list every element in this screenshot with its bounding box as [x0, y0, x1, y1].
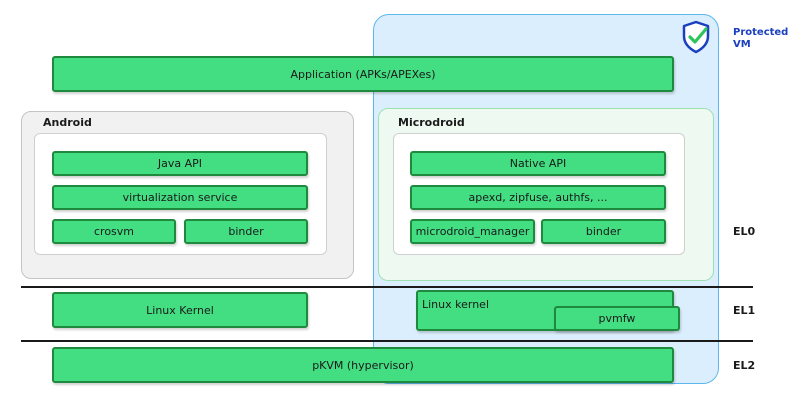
el2-label: EL2: [733, 359, 756, 372]
application-box: Application (APKs/APEXes): [52, 56, 674, 92]
pkvm-hypervisor-label: pKVM (hypervisor): [312, 358, 414, 372]
protected-vm-label-line2: VM: [733, 39, 751, 50]
pvmfw-label: pvmfw: [598, 312, 636, 325]
android-binder-label: binder: [228, 225, 264, 238]
el0-label: EL0: [733, 225, 756, 238]
microdroid-manager-label: microdroid_manager: [415, 225, 530, 238]
microdroid-binder-box: binder: [541, 219, 666, 244]
apexd-box: apexd, zipfuse, authfs, ...: [410, 185, 666, 210]
pkvm-hypervisor-box: pKVM (hypervisor): [52, 347, 674, 383]
native-api-label: Native API: [509, 157, 567, 170]
android-binder-box: binder: [184, 219, 308, 244]
protected-vm-label: Protected VM: [733, 27, 788, 51]
crosvm-box: crosvm: [52, 219, 176, 244]
microdroid-binder-label: binder: [585, 225, 622, 238]
el0-el1-separator: [21, 286, 753, 288]
android-title: Android: [43, 116, 92, 129]
microdroid-manager-box: microdroid_manager: [410, 219, 535, 244]
linux-kernel-box: Linux Kernel: [52, 292, 308, 328]
virtualization-service-box: virtualization service: [52, 185, 308, 210]
java-api-label: Java API: [157, 157, 203, 170]
java-api-box: Java API: [52, 151, 308, 176]
protected-vm-label-line1: Protected: [733, 27, 789, 38]
native-api-box: Native API: [410, 151, 666, 176]
linux-kernel-label: Linux Kernel: [146, 303, 214, 317]
el1-label: EL1: [733, 304, 756, 317]
shield-check-icon: [682, 20, 710, 54]
el1-el2-separator: [21, 340, 753, 342]
microdroid-title: Microdroid: [398, 116, 465, 129]
pvmfw-box: pvmfw: [554, 306, 680, 331]
application-label: Application (APKs/APEXes): [290, 67, 436, 81]
crosvm-label: crosvm: [93, 225, 134, 238]
virtualization-service-label: virtualization service: [122, 191, 238, 204]
apexd-label: apexd, zipfuse, authfs, ...: [468, 191, 608, 204]
pvm-linux-kernel-label: Linux kernel: [422, 298, 490, 311]
